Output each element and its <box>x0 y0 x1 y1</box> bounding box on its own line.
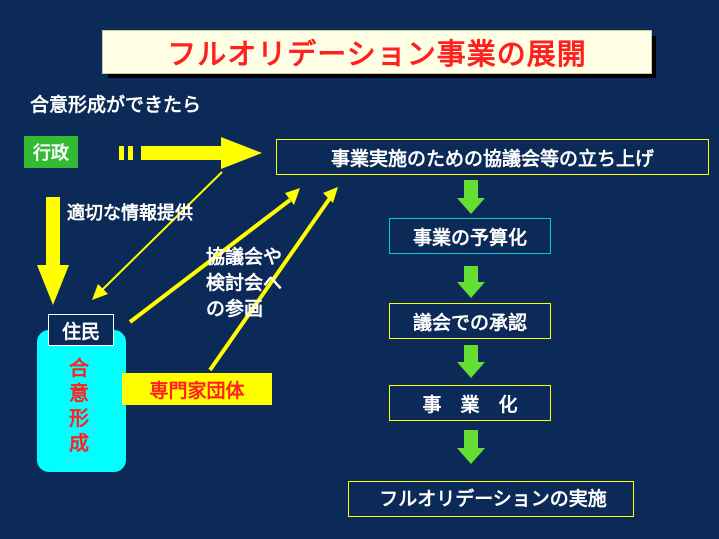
flow-step-business: 事 業 化 <box>389 385 551 421</box>
green-arrow-1 <box>457 180 485 214</box>
arrow-jumin-council-head <box>285 188 300 205</box>
info-provision-label: 適切な情報提供 <box>67 203 193 224</box>
arrow-to-council-head <box>221 137 262 169</box>
participation-label: 協議会や 検討会へ の参画 <box>206 244 282 322</box>
jumin-label: 住民 <box>48 314 114 346</box>
goui-char-4: 成 <box>69 431 89 455</box>
participation-line-3: の参画 <box>206 298 264 320</box>
jumin-cylinder <box>37 330 126 472</box>
dash-1 <box>119 146 124 160</box>
senmon-label: 専門家団体 <box>122 373 272 405</box>
arrow-info-line <box>101 171 223 291</box>
dash-2 <box>128 146 133 160</box>
participation-line-1: 協議会や <box>206 246 283 268</box>
subtitle: 合意形成ができたら <box>30 94 202 116</box>
flow-step-implementation: フルオリデーションの実施 <box>379 488 607 510</box>
arrow-senmon-council-line <box>208 196 332 372</box>
goui-char-2: 意 <box>69 381 89 405</box>
flow-step-budget: 事業の予算化 <box>389 218 551 254</box>
page-title: フルオリデーション事業の展開 <box>102 30 652 74</box>
arrow-gyousei-jumin-shaft <box>46 197 60 267</box>
arrow-jumin-council-line <box>128 198 292 324</box>
arrow-info-head <box>92 284 108 300</box>
flow-step-council: 事業実施のための協議会等の立ち上げ <box>276 139 709 175</box>
flow-step-implementation-box <box>348 481 634 517</box>
arrow-senmon-council-head <box>323 187 338 203</box>
participation-line-2: 検討会へ <box>206 272 283 294</box>
arrow-gyousei-jumin-head <box>37 265 69 305</box>
goui-char-1: 合 <box>69 356 89 380</box>
gyousei-label: 行政 <box>24 136 78 168</box>
dash-3 <box>141 146 221 160</box>
goui-keisei-label: 合 意 形 成 <box>62 356 96 456</box>
flow-step-approval: 議会での承認 <box>389 303 551 339</box>
green-arrow-2 <box>457 266 485 298</box>
goui-char-3: 形 <box>69 406 89 430</box>
green-arrow-4 <box>457 430 485 464</box>
green-arrow-3 <box>457 345 485 378</box>
